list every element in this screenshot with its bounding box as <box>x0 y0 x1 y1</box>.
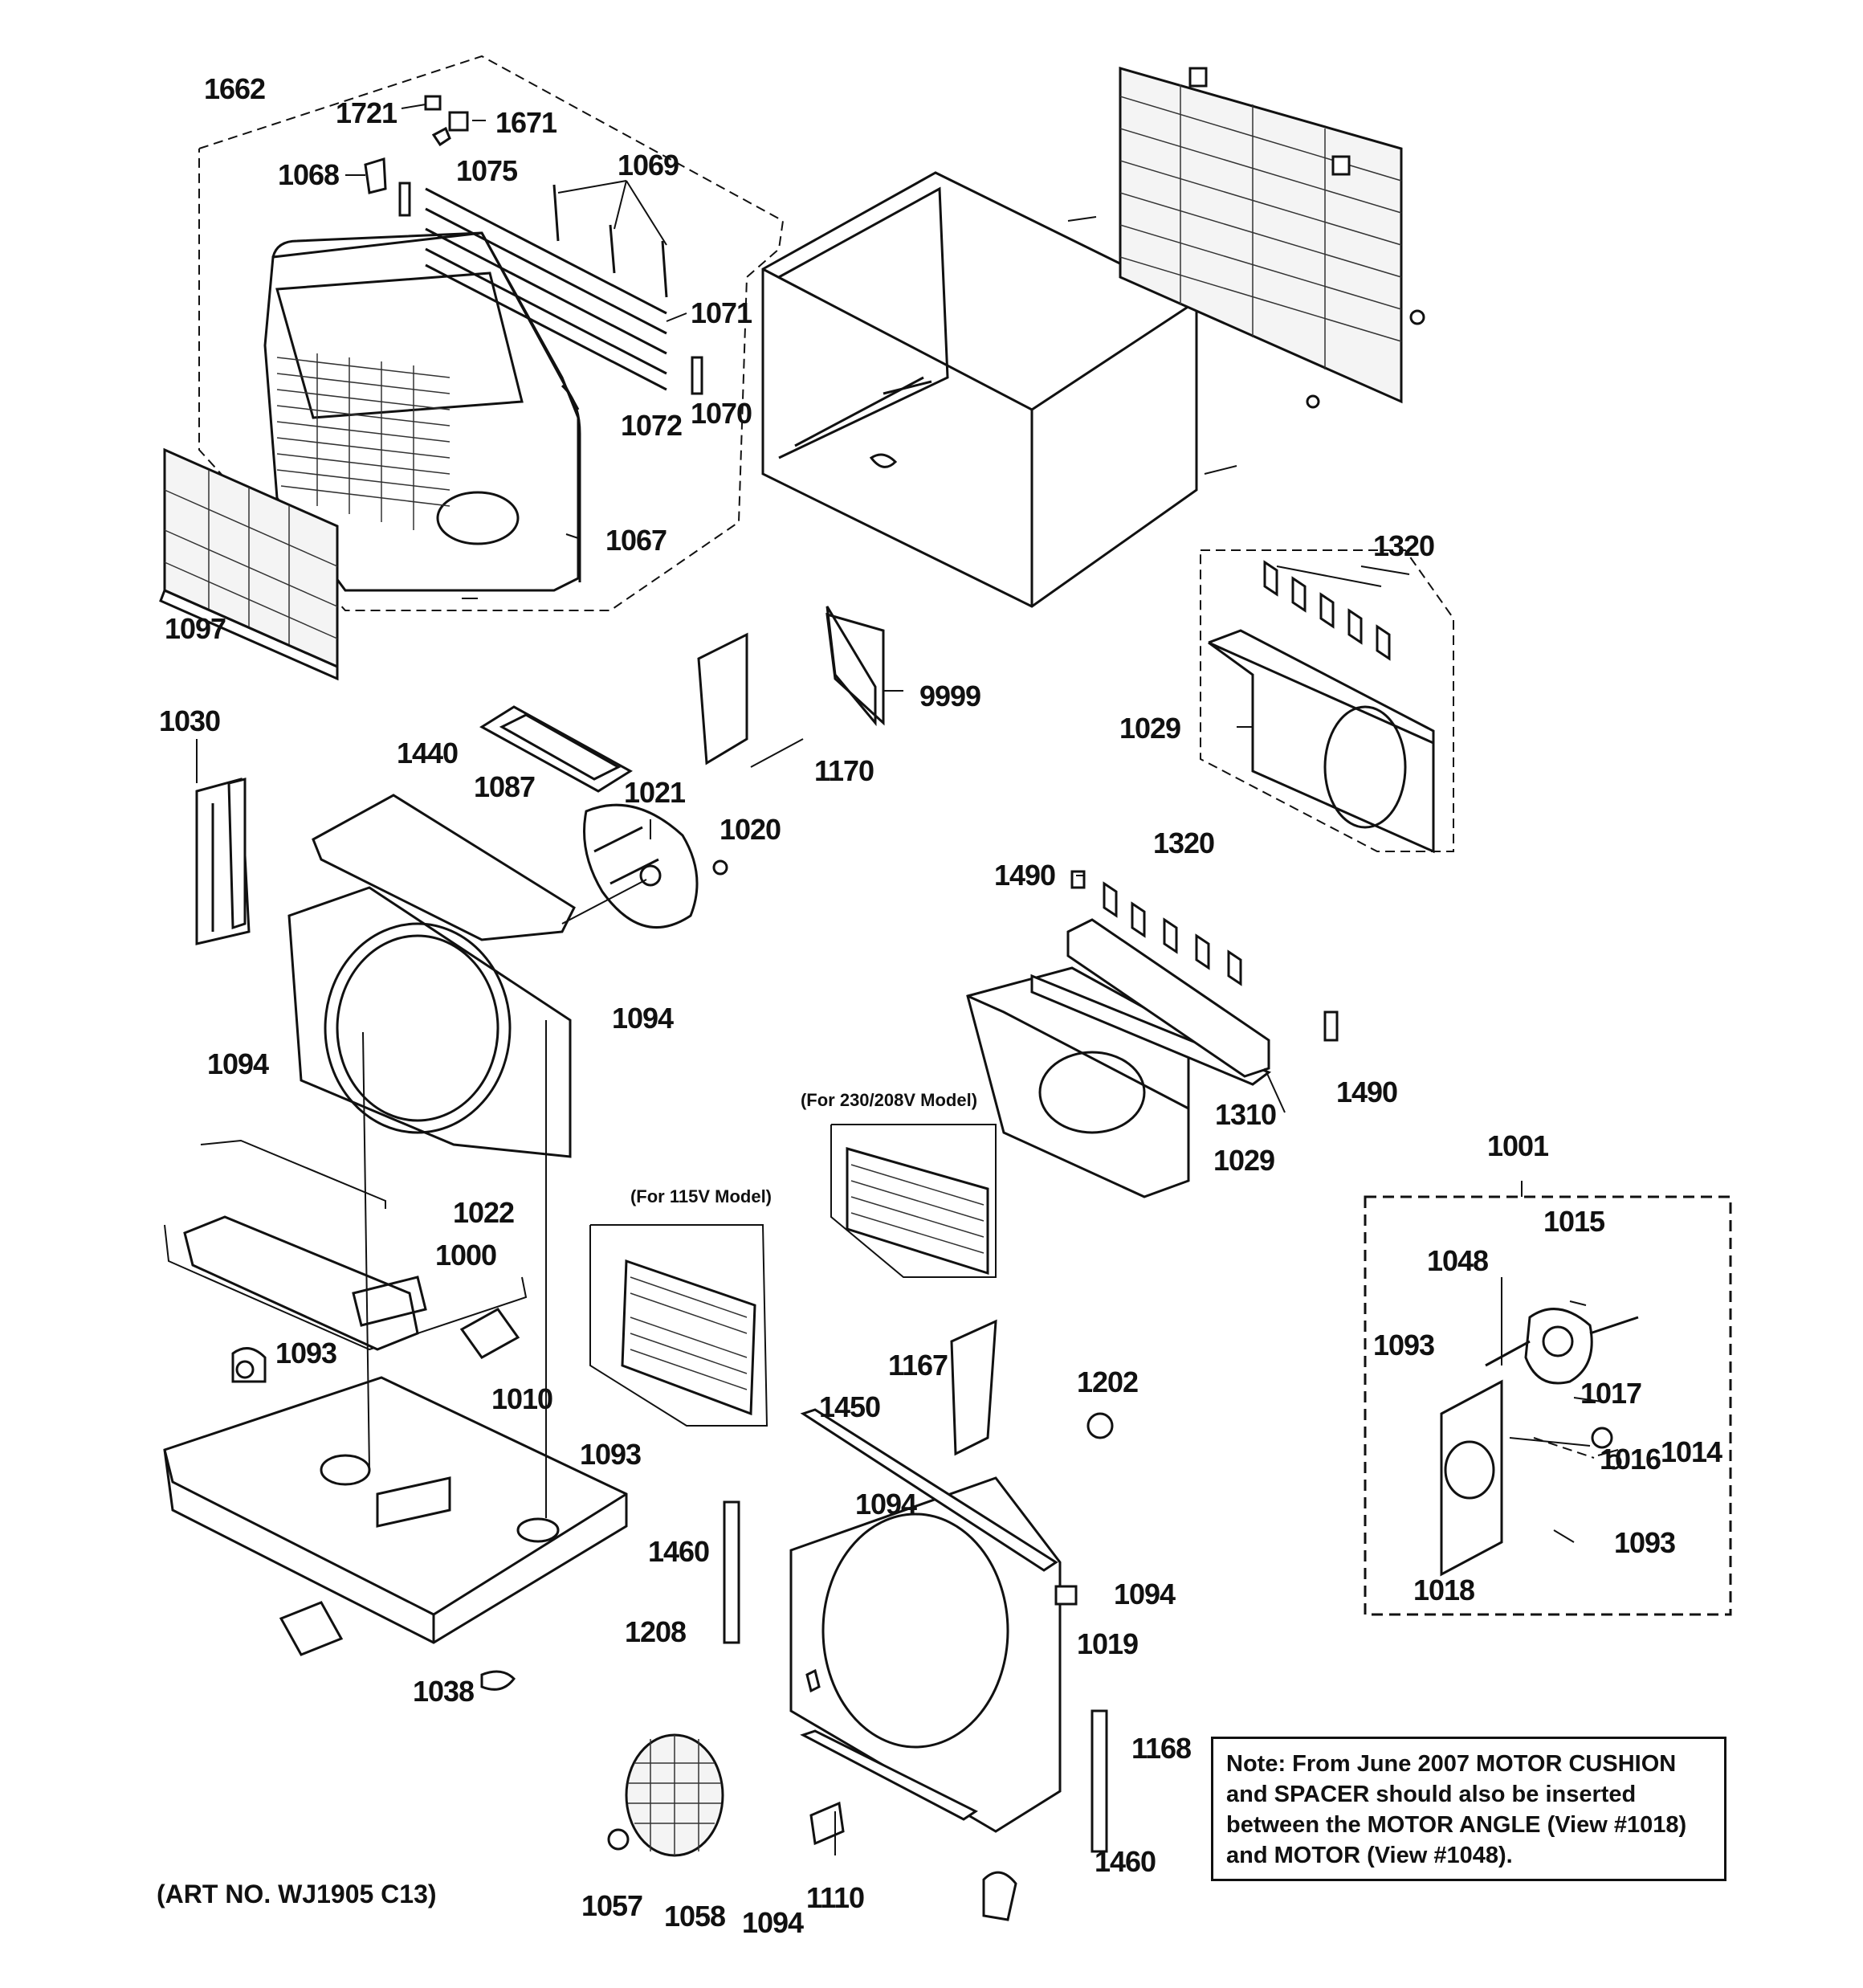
part-label-1087: 1087 <box>473 770 536 803</box>
art-number: (ART NO. WJ1905 C13) <box>157 1880 437 1908</box>
left-inner-parts <box>195 778 728 1158</box>
part-label-1016: 1016 <box>1599 1443 1661 1476</box>
part-label-1094-bottom: 1094 <box>741 1906 804 1939</box>
part-label-1460-right: 1460 <box>1094 1845 1156 1878</box>
front-grille-assembly <box>198 55 785 611</box>
shroud-upper <box>1200 549 1454 854</box>
leader-lines <box>196 104 1619 1543</box>
part-label-1021: 1021 <box>623 776 686 809</box>
part-label-1010: 1010 <box>491 1382 553 1415</box>
part-label-1168: 1168 <box>1131 1732 1192 1765</box>
part-label-1440: 1440 <box>396 737 459 769</box>
part-label-1048: 1048 <box>1426 1244 1489 1277</box>
shroud-middle <box>966 870 1339 1198</box>
part-label-1170: 1170 <box>813 754 874 787</box>
part-label-1038: 1038 <box>412 1675 475 1708</box>
part-label-1094-left: 1094 <box>206 1047 269 1080</box>
part-label-1015: 1015 <box>1543 1205 1605 1238</box>
air-filter <box>159 447 339 681</box>
part-label-1029-lower: 1029 <box>1213 1144 1275 1177</box>
cabinet <box>761 171 1198 608</box>
part-label-1320-lower: 1320 <box>1152 827 1215 859</box>
part-label-1018: 1018 <box>1413 1574 1475 1606</box>
part-label-1671: 1671 <box>495 106 557 139</box>
part-label-1072: 1072 <box>620 409 683 442</box>
part-label-1310: 1310 <box>1214 1098 1277 1131</box>
control-panel-parts <box>479 606 885 793</box>
part-label-1450: 1450 <box>818 1390 881 1423</box>
part-label-1030: 1030 <box>158 704 221 737</box>
part-label-1320-upper: 1320 <box>1372 529 1435 562</box>
part-label-1067: 1067 <box>605 524 667 557</box>
part-label-1001: 1001 <box>1486 1129 1549 1162</box>
part-label-1094-lower: 1094 <box>854 1488 917 1521</box>
part-label-1490-left: 1490 <box>993 859 1056 892</box>
heater-230v <box>830 1124 997 1278</box>
part-label-1093-right: 1093 <box>579 1438 642 1471</box>
part-label-1017: 1017 <box>1580 1377 1642 1410</box>
part-label-1202: 1202 <box>1076 1365 1139 1398</box>
part-label-1058: 1058 <box>663 1900 726 1933</box>
motor-cushion-note: Note: From June 2007 MOTOR CUSHION and S… <box>1211 1737 1726 1881</box>
part-label-1019: 1019 <box>1076 1627 1139 1660</box>
model-note-230v: (For 230/208V Model) <box>800 1090 978 1110</box>
part-label-1460-left: 1460 <box>647 1535 710 1568</box>
base-pan <box>163 1020 628 1691</box>
part-label-1057: 1057 <box>581 1889 643 1922</box>
rear-grille <box>1067 67 1425 475</box>
part-label-1097: 1097 <box>164 612 226 645</box>
part-label-1721: 1721 <box>335 96 397 129</box>
part-label-1029-upper: 1029 <box>1119 712 1181 745</box>
part-label-1093-base: 1093 <box>275 1337 337 1370</box>
part-label-1110: 1110 <box>805 1881 865 1914</box>
part-label-1020: 1020 <box>719 813 781 846</box>
part-label-1068: 1068 <box>277 158 340 191</box>
part-label-1167: 1167 <box>887 1349 948 1382</box>
model-note-115v: (For 115V Model) <box>630 1186 773 1206</box>
part-label-1093-motor-top: 1093 <box>1372 1329 1435 1361</box>
part-label-1014: 1014 <box>1660 1435 1722 1468</box>
part-label-1075: 1075 <box>455 154 518 187</box>
part-label-1022: 1022 <box>452 1196 515 1229</box>
part-label-1094-shroud: 1094 <box>611 1002 674 1035</box>
part-label-1093-motor-bottom: 1093 <box>1613 1526 1676 1559</box>
part-label-1069: 1069 <box>617 149 679 182</box>
part-label-1662: 1662 <box>203 72 266 105</box>
heater-115v <box>589 1224 768 1427</box>
part-label-1070: 1070 <box>690 397 752 430</box>
part-label-1071: 1071 <box>690 296 752 329</box>
part-label-1000: 1000 <box>434 1239 497 1272</box>
part-label-1208: 1208 <box>624 1615 687 1648</box>
part-label-1094-right: 1094 <box>1113 1578 1176 1610</box>
lower-shroud <box>607 1319 1114 1921</box>
part-label-9999: 9999 <box>919 680 981 712</box>
part-label-1490-right: 1490 <box>1335 1076 1398 1108</box>
motor-assembly <box>1364 1195 1732 1616</box>
